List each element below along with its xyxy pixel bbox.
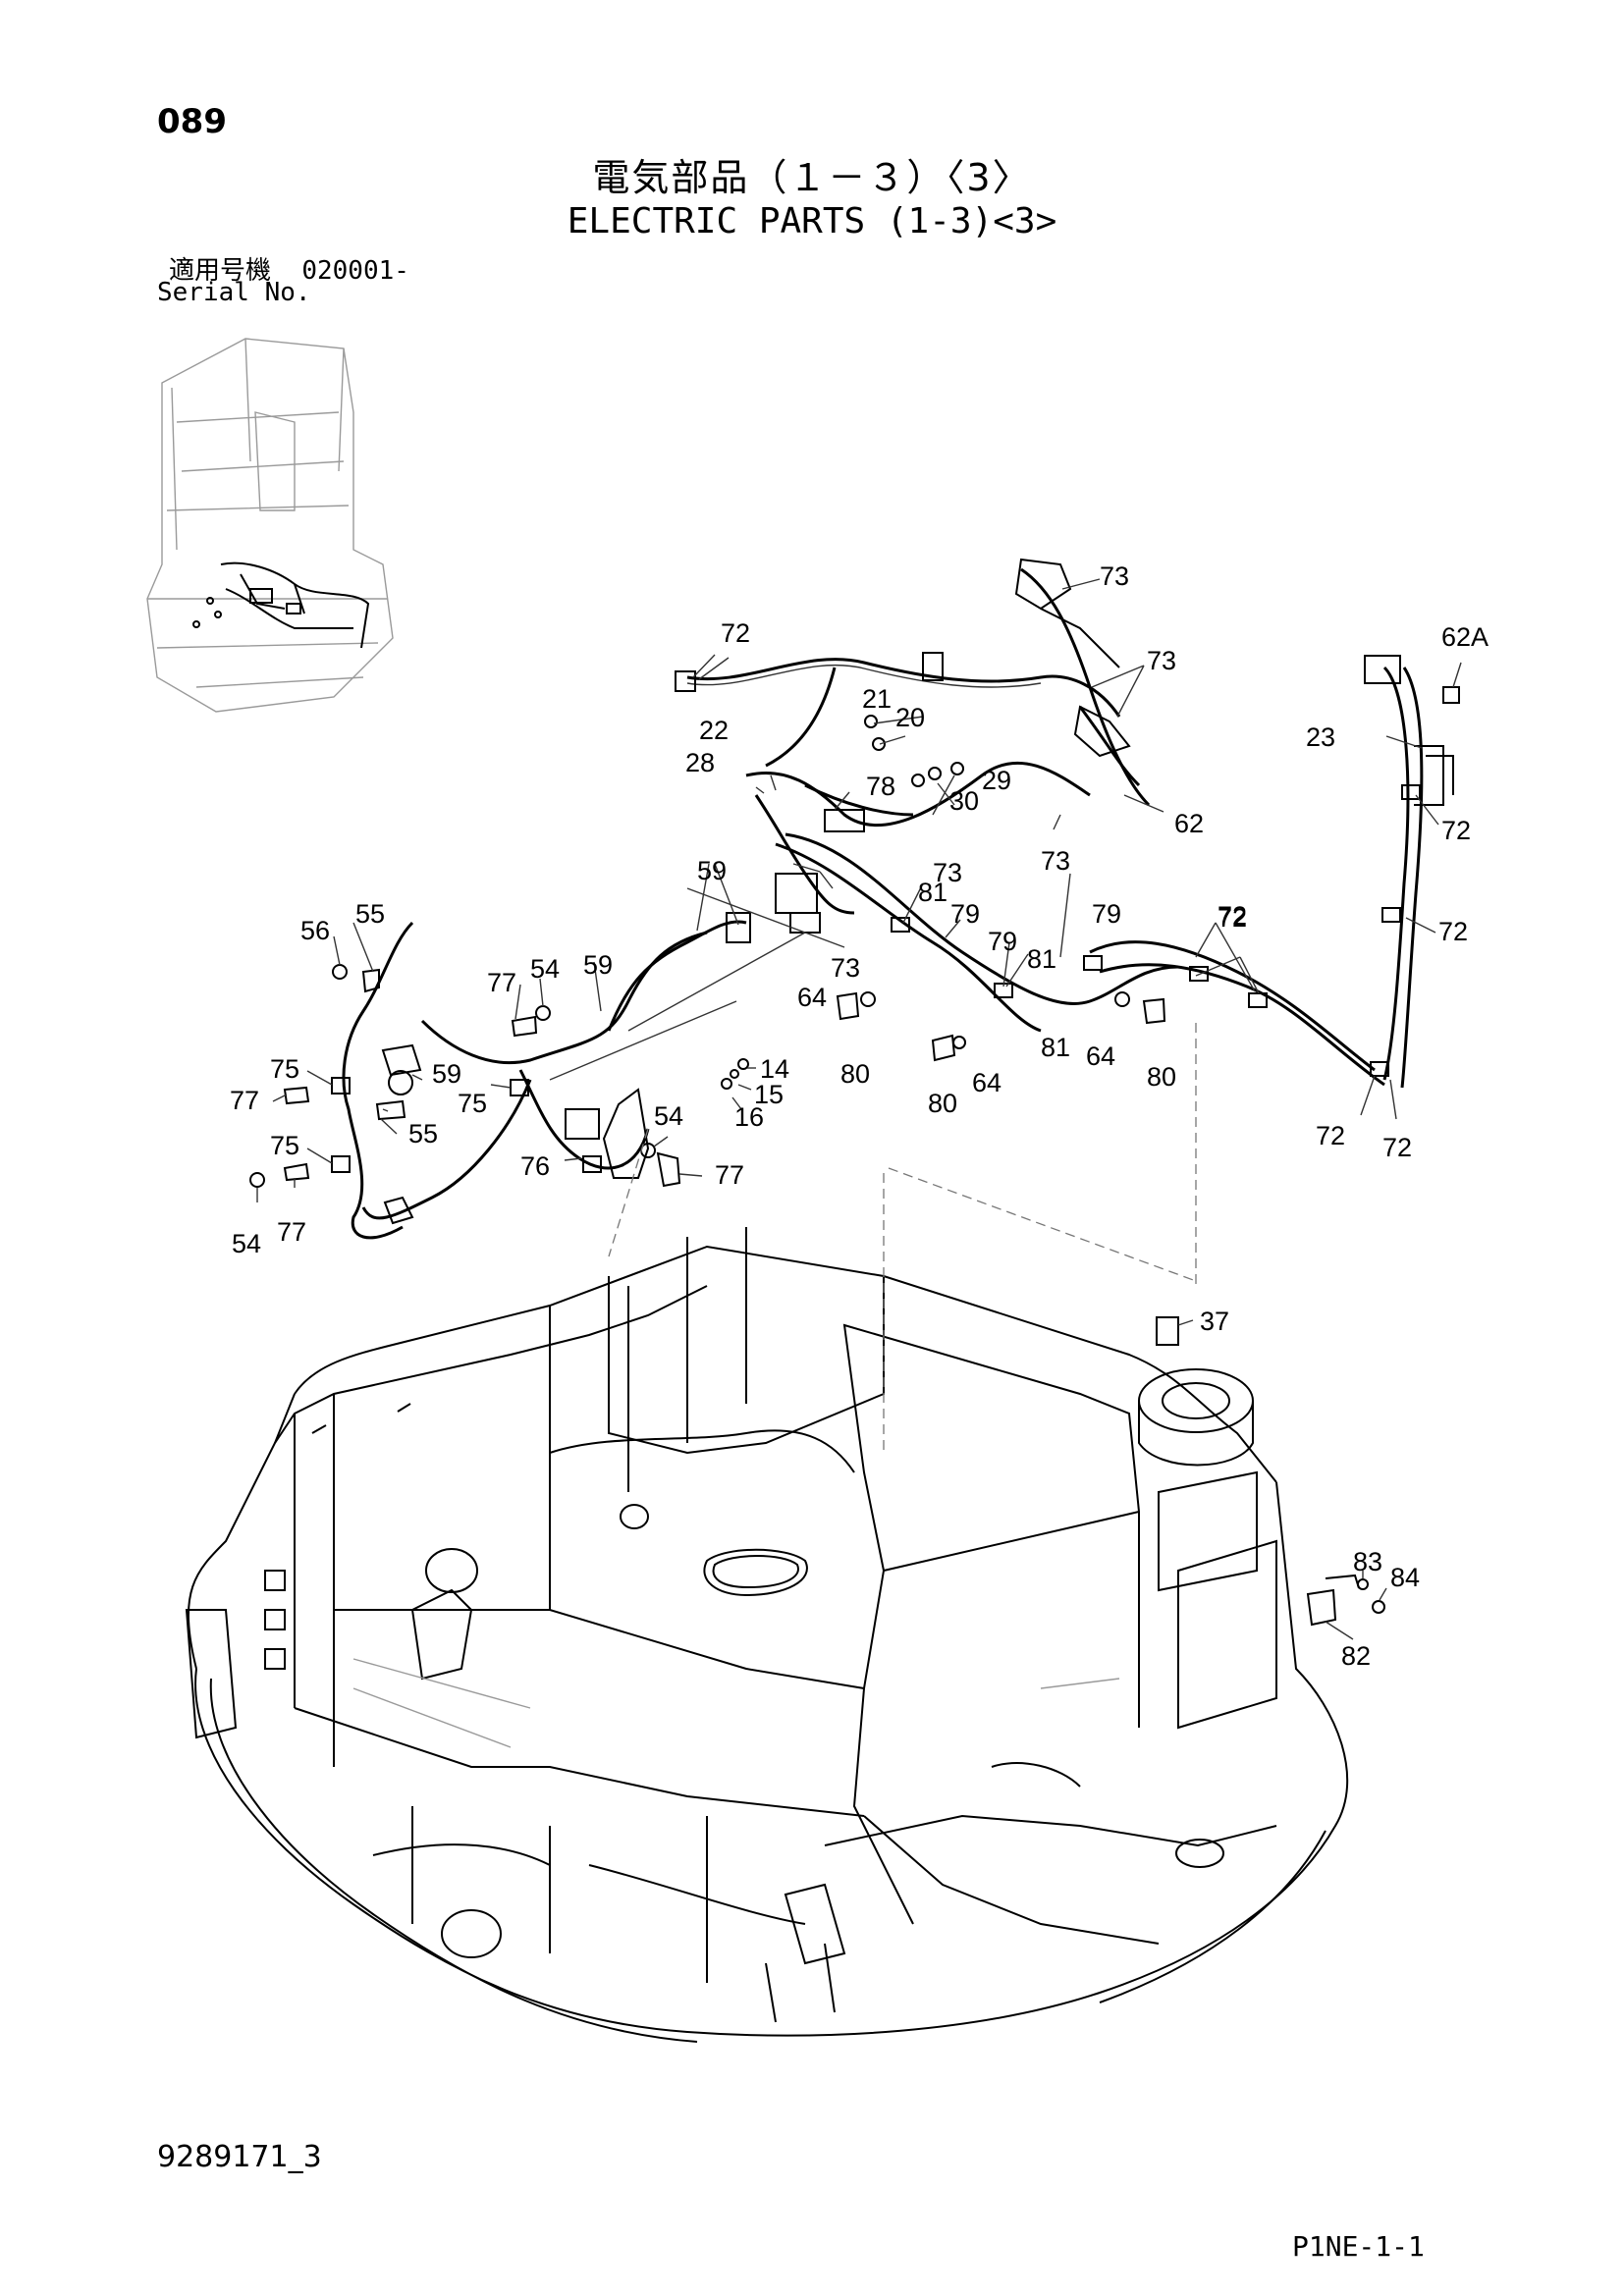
callout-55: 55 — [355, 899, 385, 929]
page-number: 089 — [157, 102, 227, 141]
callout-82: 82 — [1341, 1641, 1371, 1671]
callout-73: 73 — [1147, 646, 1176, 675]
main-wire-harness — [675, 558, 1460, 1089]
callout-80: 80 — [928, 1089, 957, 1118]
callout-75: 75 — [270, 1054, 299, 1084]
upper-frame-structure — [185, 1227, 1349, 2043]
callout-80: 80 — [840, 1059, 870, 1089]
callout-54: 54 — [654, 1101, 683, 1131]
callout-72: 72 — [1438, 917, 1468, 946]
serial-value: 020001- — [301, 256, 409, 286]
callout-79: 79 — [988, 927, 1017, 956]
serial-label-japanese: 適用号機 — [169, 256, 272, 286]
callout-81: 81 — [918, 878, 947, 907]
callout-77: 77 — [277, 1217, 306, 1247]
callout-81: 81 — [1041, 1033, 1070, 1062]
drawing-number: 9289171_3 — [157, 2140, 322, 2174]
callout-77: 77 — [487, 968, 516, 997]
assembly-lead-lines — [608, 1023, 1197, 1453]
callout-64: 64 — [797, 983, 827, 1012]
callout-72: 72 — [1382, 1133, 1412, 1162]
callout-80: 80 — [1147, 1062, 1176, 1092]
callout-77: 77 — [230, 1086, 259, 1115]
callout-84: 84 — [1390, 1563, 1420, 1592]
machine-location-thumbnail — [146, 338, 394, 713]
callout-73: 73 — [1041, 846, 1070, 876]
callout-73: 73 — [831, 953, 860, 983]
callout-37: 37 — [1200, 1307, 1229, 1336]
callout-72: 72 — [1441, 816, 1471, 845]
callout-78: 78 — [866, 772, 895, 801]
page-title-japanese: 電気部品（１－３）〈3〉 — [592, 156, 1032, 199]
callout-75: 75 — [270, 1131, 299, 1160]
callout-28: 28 — [685, 748, 715, 777]
callout-77: 77 — [715, 1160, 744, 1190]
callout-62a: 62A — [1441, 622, 1489, 652]
callout-64: 64 — [1086, 1041, 1115, 1071]
callout-56: 56 — [300, 916, 330, 945]
callout-59: 59 — [697, 856, 727, 885]
callout-59: 59 — [432, 1059, 461, 1089]
left-sub-harness — [331, 920, 806, 1240]
leader-lines — [256, 578, 1462, 1640]
callout-64: 64 — [972, 1068, 1001, 1097]
callout-72: 72 — [1218, 901, 1247, 931]
callout-59: 59 — [583, 950, 613, 980]
callout-54: 54 — [530, 954, 560, 984]
model-code: P1NE-1-1 — [1292, 2230, 1425, 2263]
serial-number-line: 適用号機 020001- — [169, 250, 409, 287]
callout-29: 29 — [982, 766, 1011, 795]
callout-73: 73 — [933, 858, 962, 887]
small-hardware — [249, 715, 1385, 1627]
callout-21: 21 — [862, 684, 892, 714]
callout-23: 23 — [1306, 722, 1335, 752]
callout-30: 30 — [949, 786, 979, 816]
callout-83: 83 — [1353, 1547, 1382, 1576]
callout-76: 76 — [520, 1151, 550, 1181]
callout-73: 73 — [1100, 561, 1129, 591]
callout-15: 15 — [754, 1080, 784, 1109]
callout-20: 20 — [895, 703, 925, 732]
callout-79: 79 — [1092, 899, 1121, 929]
callout-54: 54 — [232, 1229, 261, 1258]
callout-62: 62 — [1174, 809, 1204, 838]
callout-75: 75 — [458, 1089, 487, 1118]
callout-14: 14 — [760, 1054, 789, 1084]
callout-16: 16 — [734, 1102, 764, 1132]
callout-22: 22 — [699, 716, 729, 745]
callout-81: 81 — [1027, 944, 1056, 974]
callout-72: 72 — [721, 618, 750, 648]
callout-79: 79 — [950, 899, 980, 929]
callout-72: 72 — [1218, 903, 1247, 933]
callout-55: 55 — [408, 1119, 438, 1148]
callout-72: 72 — [1316, 1121, 1345, 1150]
page-title-english: ELECTRIC PARTS (1-3)<3> — [567, 201, 1057, 241]
callout-labels: 73 73 72 62A 23 72 72 72 72 72 62 73 21 … — [230, 561, 1489, 1671]
serial-label-english: Serial No. — [157, 278, 311, 307]
